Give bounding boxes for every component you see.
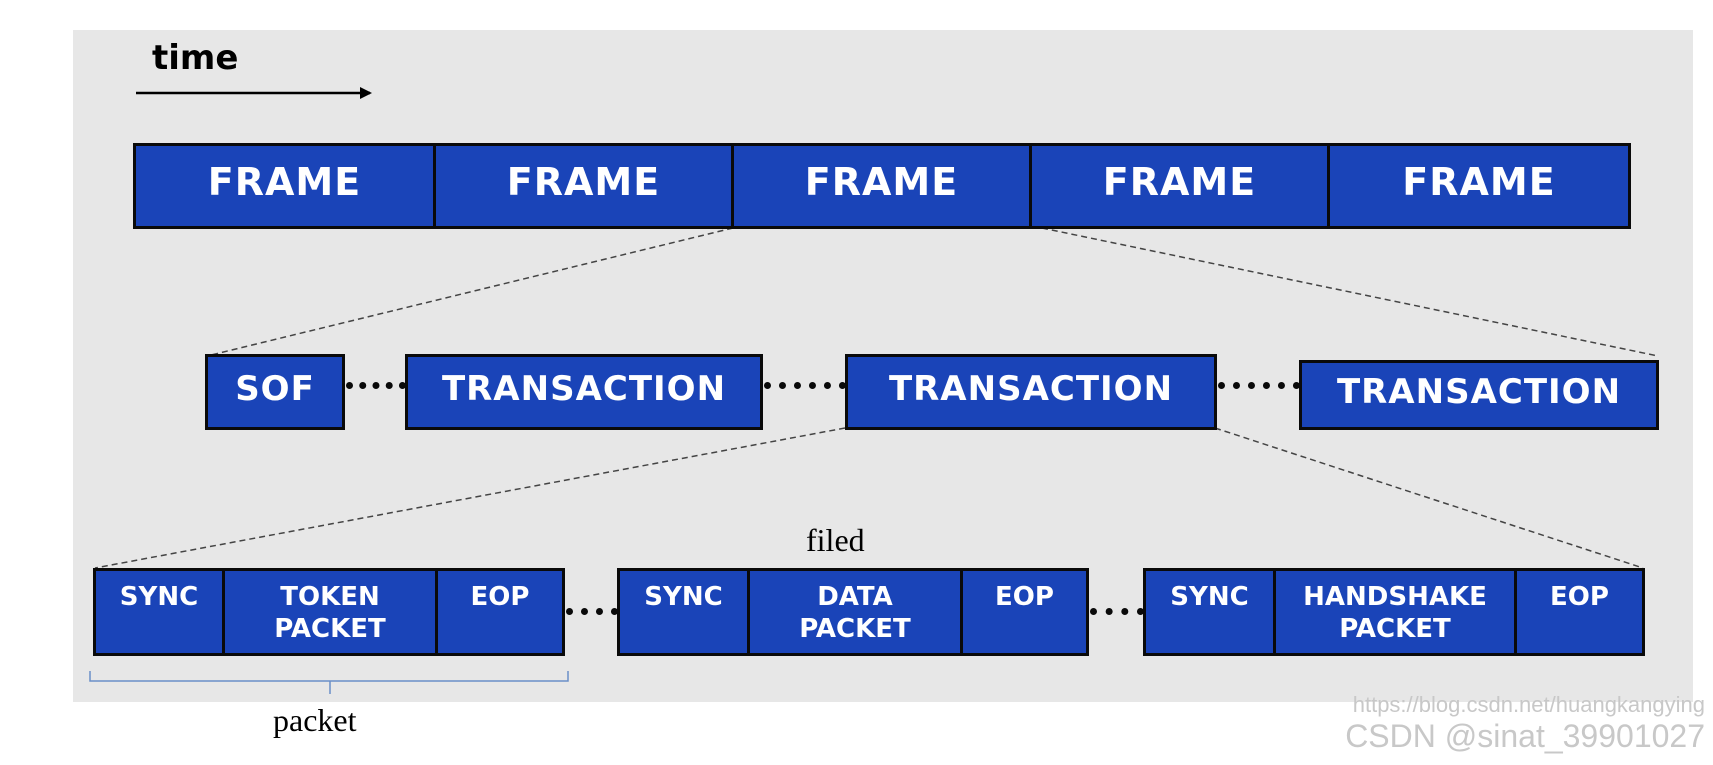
field-annotation: filed bbox=[806, 522, 865, 558]
data-sync-field: SYNC bbox=[620, 571, 750, 653]
frame-3: FRAME bbox=[734, 146, 1032, 226]
zoom-line-transaction-right bbox=[1214, 427, 1644, 569]
frame-1: FRAME bbox=[136, 146, 436, 226]
handshake-eop-field: EOP bbox=[1550, 582, 1609, 612]
data-packet-group: SYNC DATA PACKET EOP bbox=[617, 568, 1089, 656]
transaction-box-3: TRANSACTION bbox=[1299, 360, 1659, 430]
token-eop-field: EOP bbox=[470, 582, 530, 612]
zoom-line-frame-left bbox=[206, 227, 734, 357]
packet-annotation: packet bbox=[273, 702, 357, 738]
sof-box: SOF bbox=[205, 354, 345, 430]
frame-4: FRAME bbox=[1032, 146, 1330, 226]
dots-transaction-2-3 bbox=[1218, 382, 1300, 389]
frame-5: FRAME bbox=[1402, 160, 1556, 204]
frame-sequence: FRAME FRAME FRAME FRAME FRAME bbox=[133, 143, 1631, 229]
dots-packet-1-2 bbox=[566, 608, 618, 615]
watermark-url: https://blog.csdn.net/huangkangying bbox=[1352, 692, 1705, 717]
transaction-box-2: TRANSACTION bbox=[845, 354, 1217, 430]
handshake-packet-field: HANDSHAKE PACKET bbox=[1276, 571, 1517, 653]
token-packet-group: SYNC TOKEN PACKET EOP bbox=[93, 568, 565, 656]
frame-2: FRAME bbox=[436, 146, 734, 226]
dots-packet-2-3 bbox=[1090, 608, 1144, 615]
token-sync-field: SYNC bbox=[96, 571, 225, 653]
dots-transaction-1-2 bbox=[764, 382, 846, 389]
data-eop-field: EOP bbox=[995, 582, 1054, 612]
zoom-line-transaction-left bbox=[94, 427, 846, 569]
watermark-author: CSDN @sinat_39901027 bbox=[1345, 718, 1705, 754]
data-packet-field: DATA PACKET bbox=[750, 571, 963, 653]
handshake-sync-field: SYNC bbox=[1146, 571, 1276, 653]
time-label: time bbox=[152, 38, 239, 78]
zoom-line-frame-right bbox=[1041, 227, 1659, 357]
token-packet-field: TOKEN PACKET bbox=[225, 571, 438, 653]
dots-sof-transaction bbox=[346, 382, 406, 389]
packet-brace bbox=[89, 671, 569, 694]
handshake-packet-group: SYNC HANDSHAKE PACKET EOP bbox=[1143, 568, 1645, 656]
transaction-box-1: TRANSACTION bbox=[405, 354, 763, 430]
